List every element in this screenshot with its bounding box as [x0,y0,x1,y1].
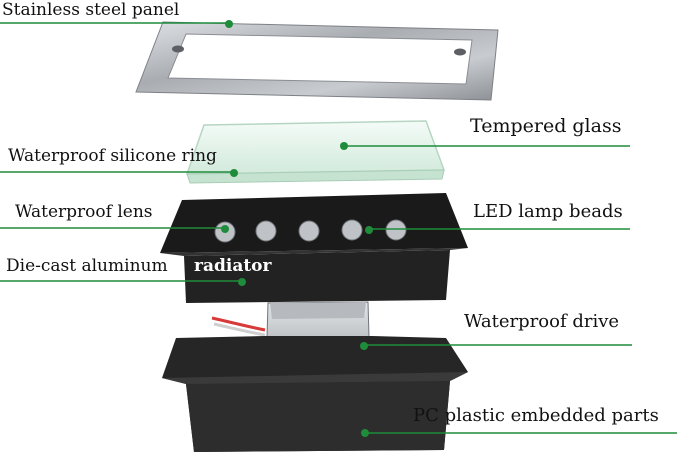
screw-hole-left [172,45,184,53]
label-led-lamp-beads: LED lamp beads [473,201,623,222]
label-waterproof-drive: Waterproof drive [464,311,620,332]
tempered-glass [185,120,446,184]
led-bead-row [214,219,407,243]
label-stainless-steel-panel: Stainless steel panel [2,0,180,20]
label-pc-plastic-parts: PC plastic embedded parts [413,405,659,426]
label-tempered-glass: Tempered glass [470,115,622,137]
stainless-steel-panel [135,21,499,101]
label-die-cast-aluminum: Die-cast aluminum [6,256,168,276]
screw-hole-right [454,48,466,56]
label-radiator: radiator [194,256,272,276]
label-waterproof-silicone-ring: Waterproof silicone ring [8,146,217,166]
pc-plastic-housing [162,336,468,452]
leader-lines [0,20,677,437]
die-cast-radiator [160,193,468,303]
label-waterproof-lens: Waterproof lens [15,202,153,222]
